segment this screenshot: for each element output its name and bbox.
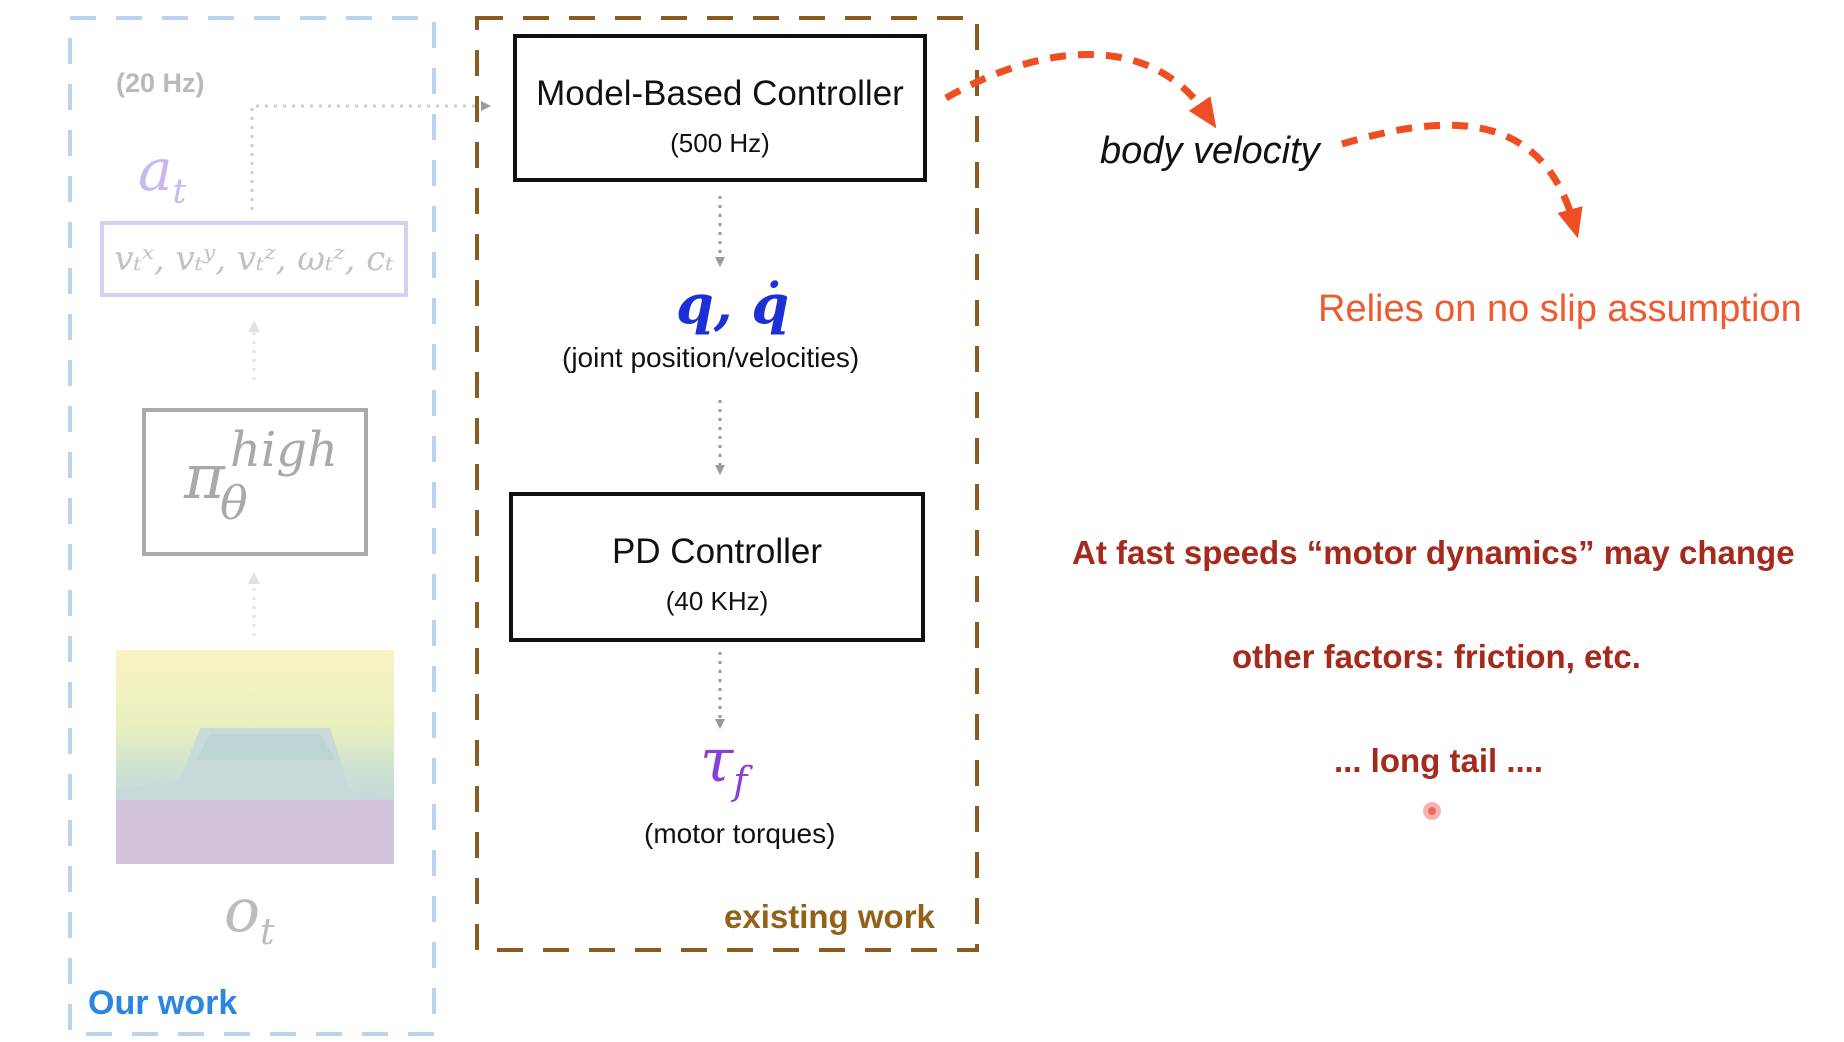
- our-work-rate: (20 Hz): [116, 68, 205, 98]
- pd-rate: (40 KHz): [665, 586, 769, 616]
- action-to-mbc-arrow: [250, 101, 491, 210]
- observation-heatmap: [116, 650, 394, 864]
- our-work-label: Our work: [88, 984, 238, 1022]
- existing-work-label: existing work: [724, 898, 935, 935]
- mbc-to-body-velocity-arrow: [944, 51, 1217, 129]
- observation-symbol: ot: [224, 876, 275, 953]
- mbc-rate: (500 Hz): [670, 128, 770, 158]
- joint-symbol: q, q̇: [676, 272, 790, 336]
- policy-box: π high θ: [142, 408, 368, 556]
- motor-dynamics-note: At fast speeds “motor dynamics” may chan…: [1072, 534, 1795, 571]
- existing-work-frame: [475, 16, 979, 952]
- policy-superscript: high: [230, 422, 338, 478]
- policy-subscript: θ: [220, 476, 248, 530]
- no-slip-note: Relies on no slip assumption: [1318, 288, 1802, 330]
- model-based-controller-box: Model-Based Controller (500 Hz): [513, 34, 927, 182]
- body-velocity-to-slip-arrow: [1341, 121, 1583, 239]
- long-tail-note: ... long tail ....: [1334, 742, 1544, 779]
- other-factors-note: other factors: friction, etc.: [1232, 638, 1641, 675]
- action-vector-box: vₜˣ, vₜʸ, vₜᶻ, ωₜᶻ, cₜ: [100, 221, 408, 297]
- torque-symbol: τf: [700, 726, 748, 803]
- action-symbol: at: [138, 136, 187, 212]
- body-velocity-label: body velocity: [1100, 130, 1320, 172]
- pd-controller-box: PD Controller (40 KHz): [509, 492, 925, 642]
- pd-title: PD Controller: [611, 532, 823, 571]
- pointer-dot-core: [1428, 807, 1436, 815]
- mbc-title: Model-Based Controller: [536, 74, 904, 113]
- joint-caption: (joint position/velocities): [562, 342, 860, 373]
- policy-symbol: π: [184, 440, 225, 513]
- action-vector: vₜˣ, vₜʸ, vₜᶻ, ωₜᶻ, cₜ: [114, 239, 394, 279]
- torque-caption: (motor torques): [644, 818, 836, 849]
